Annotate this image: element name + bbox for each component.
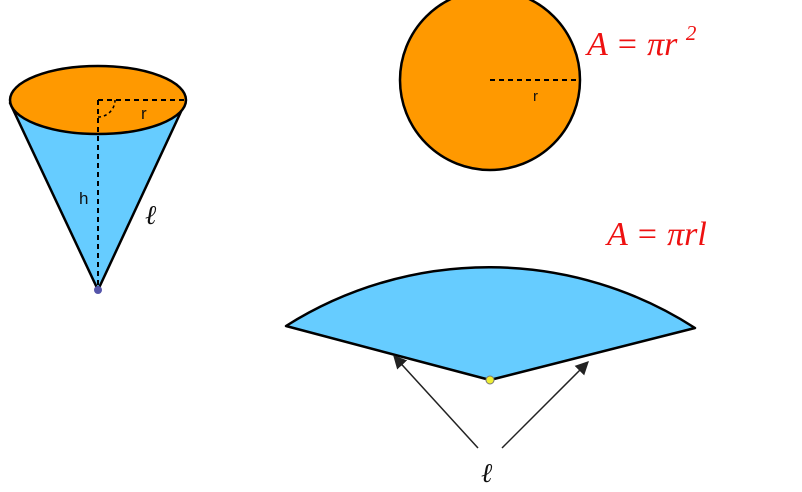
base-circle [398,0,582,172]
circle-area-formula: A = πr 2 [585,21,697,63]
cone-slant-label: ℓ [145,200,157,230]
sector-area-formula: A = πrl [605,216,707,253]
base-circle-figure: r A = πr 2 [398,0,697,172]
cone-height-label: h [79,189,88,208]
cone-apex-point [94,286,102,294]
sector-slant-label: ℓ [481,458,493,488]
slant-arrow-left [393,355,479,449]
lateral-sector [284,266,697,382]
circle-formula-main: A = πr [585,26,678,63]
sector-apex-point [485,375,495,385]
slant-arrow-right [501,361,589,449]
circle-radius-label: r [533,88,538,105]
lateral-sector-figure: A = πrl ℓ [284,216,707,488]
cone-figure: r h ℓ [8,64,188,294]
cone-radius-label: r [141,104,147,123]
circle-formula-exponent: 2 [686,21,697,45]
right-angle-arc [97,99,116,118]
